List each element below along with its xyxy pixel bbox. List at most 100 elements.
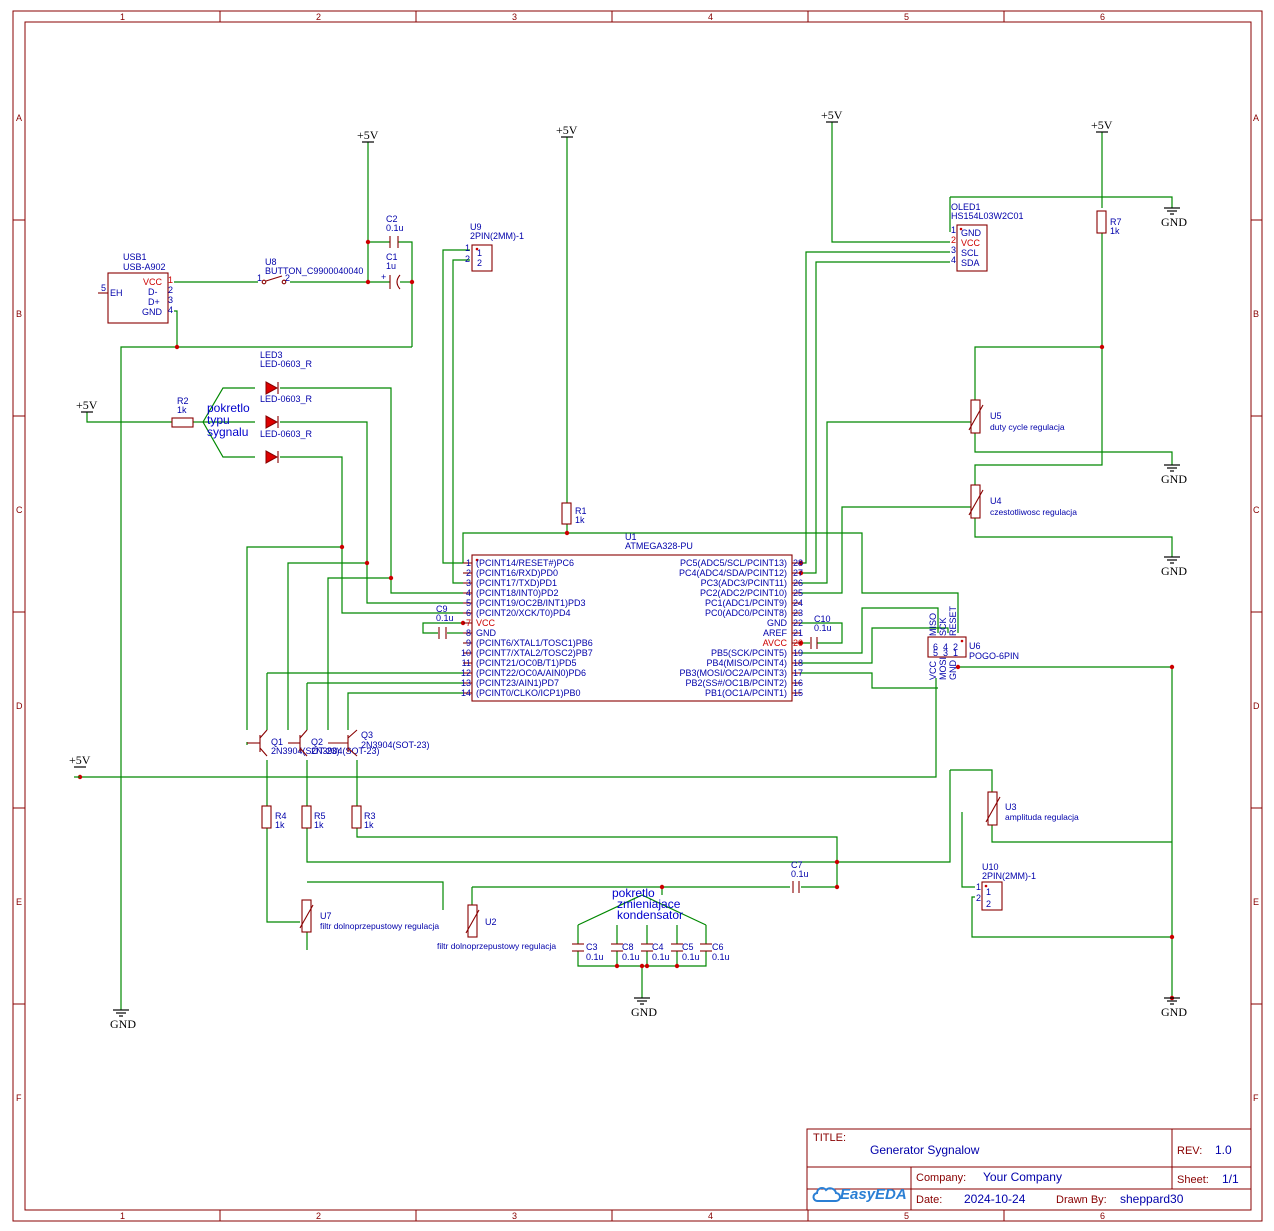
- u1-pin-num: 2: [466, 568, 471, 578]
- easyeda-logo: EasyEDA: [812, 1186, 907, 1203]
- led3-ref: LED3: [260, 350, 283, 360]
- u1-pin-name: PB3(MOSI/OC2A/PCINT3): [679, 668, 787, 678]
- c3-value: 0.1u: [586, 952, 604, 962]
- grid-col-bottom-3: 3: [512, 1211, 517, 1221]
- r2-resistor: R2 1k: [171, 396, 194, 428]
- u10-ref: U10: [982, 862, 999, 872]
- led1-value: LED-0603_R: [260, 429, 313, 439]
- u1-pin-name: PB5(SCK/PCINT5): [711, 648, 787, 658]
- junction-dot: [834, 884, 840, 890]
- grid-col-top-6: 6: [1100, 12, 1105, 22]
- u10-pin1-num: 1: [976, 882, 981, 892]
- usb1-pinnum-1: 1: [168, 275, 173, 285]
- c10-capacitor: C10 0.1u: [810, 614, 832, 649]
- grid-row-left-A: A: [16, 113, 22, 123]
- u8-button: U8 BUTTON_C9900040040 1 2: [257, 257, 363, 285]
- c1-ref: C1: [386, 252, 398, 262]
- oled1-pinnum-1: 1: [951, 225, 956, 235]
- u6-bottom-pin-name: GND: [948, 660, 958, 681]
- u8-value: BUTTON_C9900040040: [265, 266, 363, 276]
- u8-pin1: 1: [257, 273, 262, 283]
- u7-value: filtr dolnoprzepustowy regulacja: [320, 921, 439, 931]
- grid-row-right-B: B: [1253, 309, 1259, 319]
- usb1-pin-dplus: D+: [148, 297, 160, 307]
- u1-pin-num: 20: [793, 638, 803, 648]
- u1-pin-name: (PCINT17/TXD)PD1: [476, 578, 557, 588]
- led2-value: LED-0603_R: [260, 394, 313, 404]
- u1-pin-name: (PCINT0/CLKO/ICP1)PB0: [476, 688, 581, 698]
- junction-dot: [409, 279, 415, 285]
- vcc-label: +5V: [69, 753, 91, 767]
- r4-resistor: R4 1k: [261, 805, 287, 830]
- u1-pin-num: 12: [461, 668, 471, 678]
- u1-pin-num: 4: [466, 588, 471, 598]
- c6-value: 0.1u: [712, 952, 730, 962]
- vcc-label: +5V: [556, 123, 578, 137]
- r3-ref: R3: [364, 811, 376, 821]
- junction-dot: [339, 544, 345, 550]
- u1-pin-num: 13: [461, 678, 471, 688]
- r3-value: 1k: [364, 820, 374, 830]
- tb-date-label: Date:: [916, 1194, 942, 1206]
- oled1-pinnum-4: 4: [951, 255, 956, 265]
- u1-pin-name: (PCINT21/OC0B/T1)PD5: [476, 658, 577, 668]
- u1-pin-num: 22: [793, 618, 803, 628]
- u2-potentiometer: U2 filtr dolnoprzepustowy regulacja: [437, 904, 556, 951]
- u6-ref: U6: [969, 641, 981, 651]
- led3-value: LED-0603_R: [260, 359, 313, 369]
- oled1-pinnum-2: 2: [951, 235, 956, 245]
- grid-col-top-3: 3: [512, 12, 517, 22]
- r5-resistor: R5 1k: [301, 805, 326, 830]
- r4-value: 1k: [275, 820, 285, 830]
- r5-value: 1k: [314, 820, 324, 830]
- oled1-pin-gnd: GND: [961, 228, 982, 238]
- q2-transistor: Q2 2N3904(SOT-23): [288, 729, 380, 757]
- u6-top-pin-num: 6: [933, 642, 938, 652]
- c6-capacitor: C6 0.1u: [700, 942, 730, 962]
- u1-pin-num: 6: [466, 608, 471, 618]
- u1-pin-name: PB2(SS#/OC1B/PCINT2): [685, 678, 787, 688]
- grid-col-top-2: 2: [316, 12, 321, 22]
- c10-ref: C10: [814, 614, 831, 624]
- r5-ref: R5: [314, 811, 326, 821]
- junction-dot: [659, 884, 665, 890]
- usb1-connector: USB1 USB-A902 VCC D- D+ GND EH 1 2 3 4 5: [98, 252, 173, 324]
- r1-ref: R1: [575, 506, 587, 516]
- vcc-label: +5V: [821, 108, 843, 122]
- u1-value: ATMEGA328-PU: [625, 541, 693, 551]
- u10-pin2-label: 2: [986, 899, 991, 909]
- u1-pin-name: AVCC: [763, 638, 788, 648]
- gnd-label: GND: [1161, 1005, 1187, 1019]
- u4-potentiometer: U4 czestotliwosc regulacja: [968, 484, 1077, 519]
- u9-pin1-label: 1: [477, 248, 482, 258]
- junction-dot: [1169, 934, 1175, 940]
- oled1-pin-scl: SCL: [961, 248, 979, 258]
- q3-transistor: Q3 2N3904(SOT-23): [328, 729, 430, 757]
- u7-ref: U7: [320, 911, 332, 921]
- usb1-value: USB-A902: [123, 262, 166, 272]
- r2-ref: R2: [177, 396, 189, 406]
- u6-bottom-pin-name: MOSI: [938, 657, 948, 680]
- usb1-pin-gnd: GND: [142, 307, 163, 317]
- u9-pin2-label: 2: [477, 258, 482, 268]
- title-block: TITLE: Generator Sygnalow REV: 1.0 Compa…: [806, 1128, 1252, 1211]
- u1-pin-name: PC2(ADC2/PCINT10): [700, 588, 787, 598]
- note-signal-type-line3: sygnalu: [207, 425, 248, 439]
- u1-pin-num: 1: [466, 558, 471, 568]
- c2-ref: C2: [386, 214, 398, 224]
- gnd-label: GND: [631, 1005, 657, 1019]
- tb-company: Your Company: [983, 1170, 1062, 1184]
- u1-pin-name: (PCINT18/INT0)PD2: [476, 588, 559, 598]
- junction-dot: [955, 664, 961, 670]
- junction-dot: [174, 344, 180, 350]
- junction-dot: [1169, 664, 1175, 670]
- u10-pin2-num: 2: [976, 893, 981, 903]
- u6-top-pin-name: MISO: [928, 613, 938, 636]
- u9-value: 2PIN(2MM)-1: [470, 231, 524, 241]
- junctions: [77, 239, 1175, 1001]
- r7-value: 1k: [1110, 226, 1120, 236]
- u1-ref: U1: [625, 532, 637, 542]
- junction-dot: [644, 963, 650, 969]
- u7-potentiometer: U7 filtr dolnoprzepustowy regulacja: [299, 899, 439, 933]
- tb-rev-label: REV:: [1177, 1145, 1202, 1157]
